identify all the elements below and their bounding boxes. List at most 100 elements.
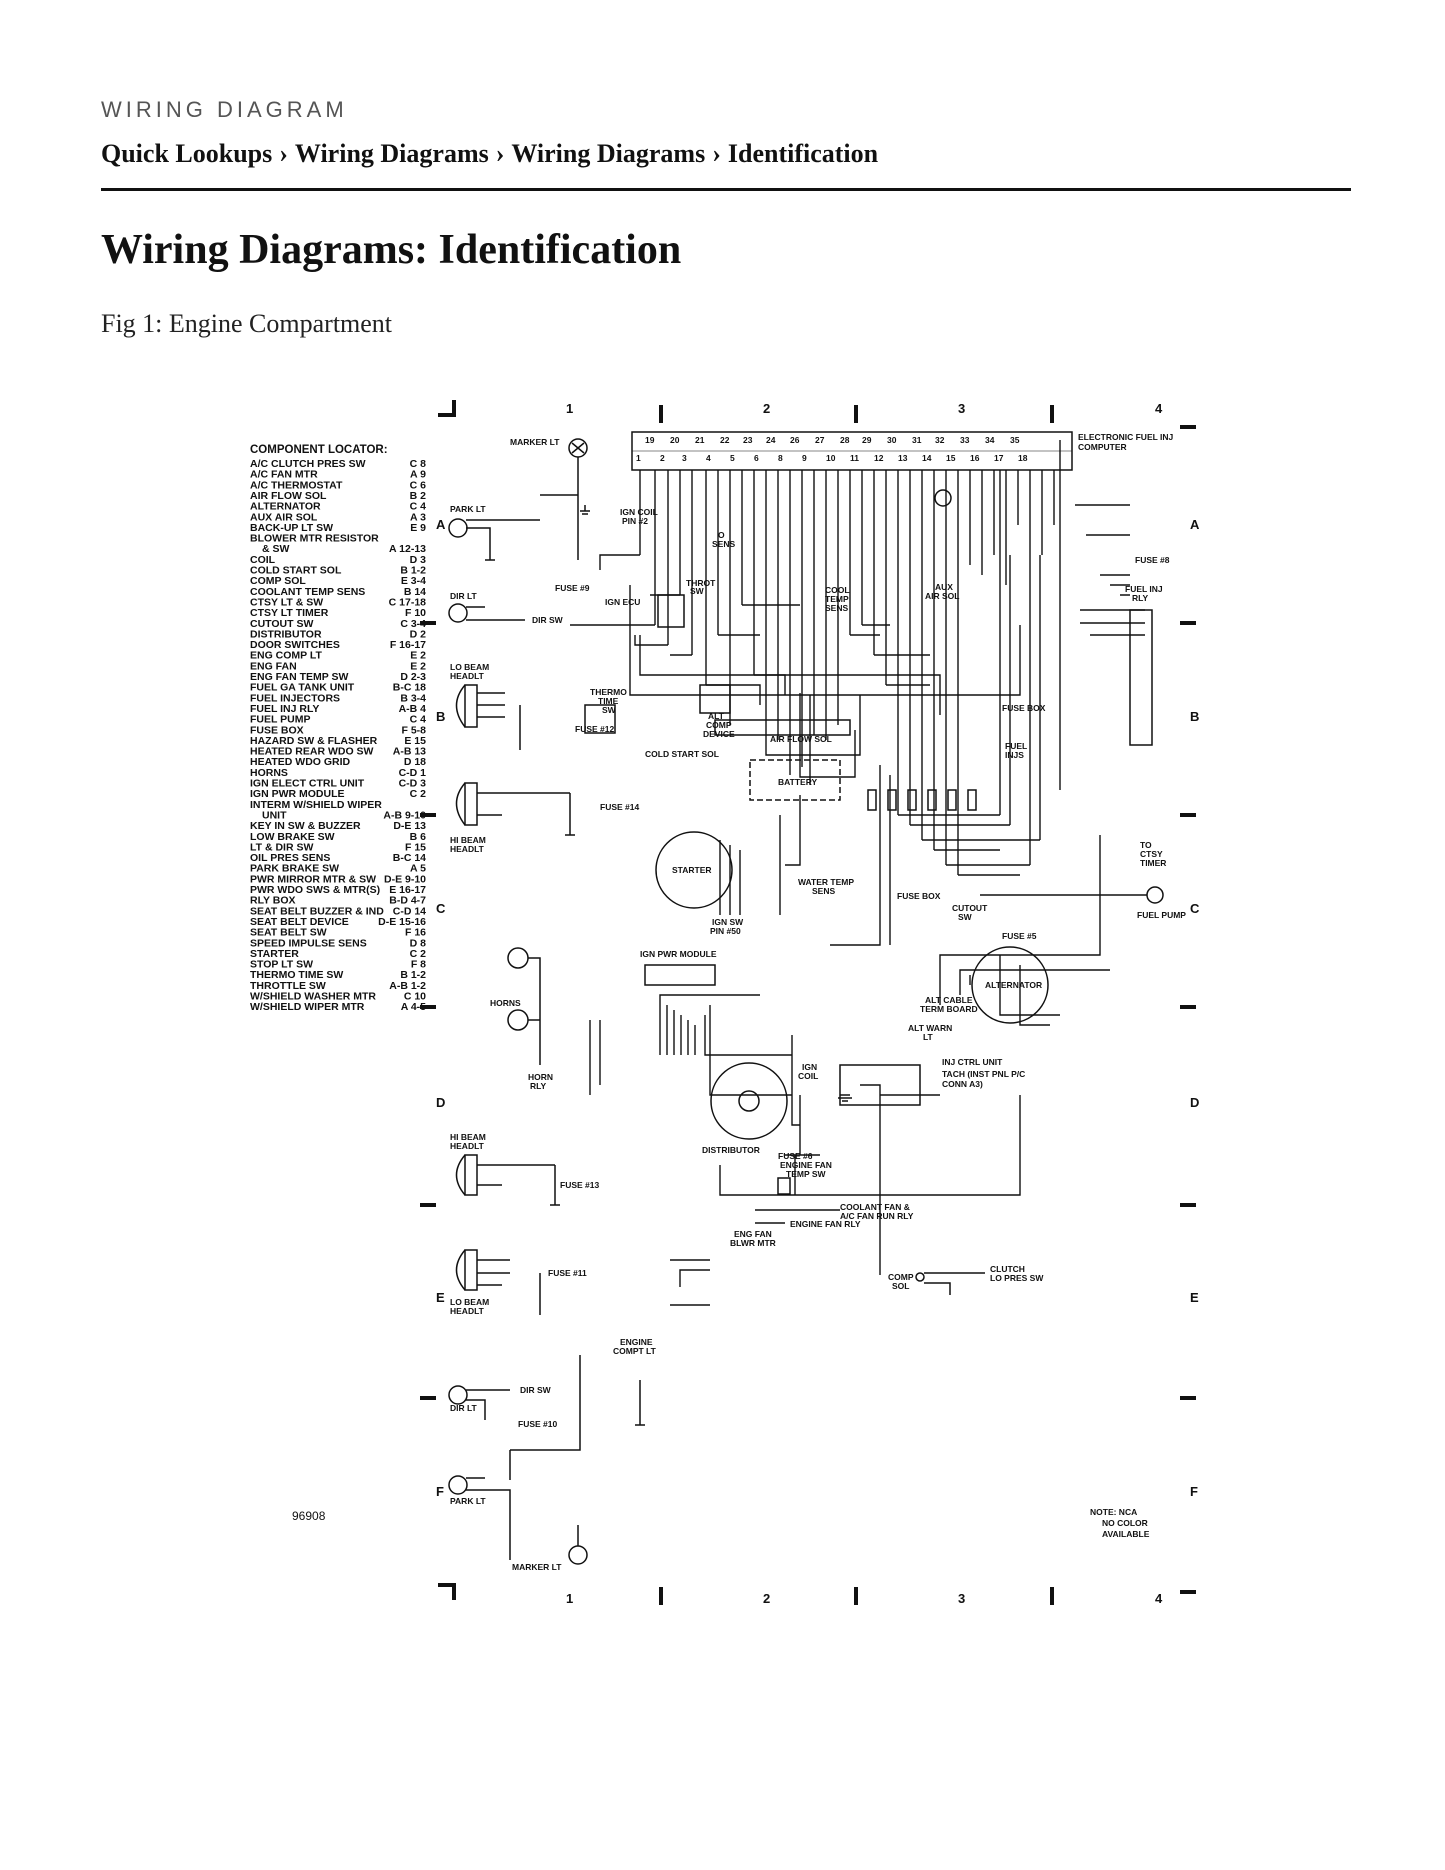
locator-item-ref: F 16 bbox=[405, 927, 426, 939]
cutout-sw-label: CUTOUT bbox=[952, 903, 988, 913]
locator-item-ref: A-B 9-10 bbox=[383, 809, 426, 821]
svg-text:10: 10 bbox=[826, 453, 836, 463]
svg-text:32: 32 bbox=[935, 435, 945, 445]
grid-row-f-right: F bbox=[1190, 1484, 1198, 1499]
svg-text:COMPUTER: COMPUTER bbox=[1078, 442, 1127, 452]
svg-text:26: 26 bbox=[790, 435, 800, 445]
locator-item-name: HEATED REAR WDO SW bbox=[250, 746, 374, 758]
svg-text:22: 22 bbox=[720, 435, 730, 445]
svg-text:14: 14 bbox=[922, 453, 932, 463]
locator-item-ref: C 3-4 bbox=[400, 618, 426, 630]
locator-item-ref: F 15 bbox=[405, 841, 426, 853]
o2-sens-label-2: SENS bbox=[712, 539, 735, 549]
alt-comp-label: ALT bbox=[708, 711, 725, 721]
diagram-frame-marks bbox=[420, 400, 1196, 1605]
svg-text:ELECTRONIC FUEL INJ: ELECTRONIC FUEL INJ bbox=[1078, 432, 1174, 442]
locator-item-name: COMP SOL bbox=[250, 575, 306, 587]
svg-text:19: 19 bbox=[645, 435, 655, 445]
locator-item-ref: B 1-2 bbox=[400, 565, 426, 577]
svg-text:9: 9 bbox=[802, 453, 807, 463]
locator-item-name: FUSE BOX bbox=[250, 724, 304, 736]
locator-item-name: RLY BOX bbox=[250, 895, 296, 907]
breadcrumb-item-wiring-diagrams-2[interactable]: Wiring Diagrams bbox=[511, 139, 706, 168]
svg-text:3: 3 bbox=[682, 453, 687, 463]
alt-cable-label: ALT CABLE bbox=[925, 995, 973, 1005]
marker-lt-top-label: MARKER LT bbox=[510, 437, 560, 447]
locator-item-name: UNIT bbox=[262, 809, 287, 821]
cool-temp-label-2: TEMP bbox=[825, 594, 849, 604]
locator-item-ref: D 3 bbox=[410, 554, 427, 566]
cold-start-sol-label: COLD START SOL bbox=[645, 749, 719, 759]
locator-item-ref: E 2 bbox=[410, 660, 426, 672]
coolant-fan-label: COOLANT FAN & bbox=[840, 1202, 910, 1212]
locator-item-ref: A-B 13 bbox=[393, 746, 426, 758]
fuse-11-label: FUSE #11 bbox=[548, 1268, 587, 1278]
note-line-2: NO COLOR bbox=[1102, 1518, 1148, 1528]
locator-item-name: W/SHIELD WIPER MTR bbox=[250, 1001, 365, 1013]
breadcrumb-item-identification: Identification bbox=[727, 139, 879, 168]
fuse-box-mid-label: FUSE BOX bbox=[897, 891, 941, 901]
locator-item-ref: B 3-4 bbox=[400, 692, 426, 704]
locator-item-ref: A-B 1-2 bbox=[389, 980, 426, 992]
clutch-sw-label-2: LO PRES SW bbox=[990, 1273, 1044, 1283]
throt-sw-label: THROT bbox=[686, 578, 716, 588]
park-lt-top-label: PARK LT bbox=[450, 504, 486, 514]
locator-item-ref: A-B 4 bbox=[399, 703, 427, 715]
grid-row-b-right: B bbox=[1190, 709, 1199, 724]
alt-comp-label-2: COMP bbox=[706, 720, 732, 730]
locator-item-name: A/C FAN MTR bbox=[250, 469, 318, 481]
locator-item-name: SEAT BELT SW bbox=[250, 927, 327, 939]
dir-lt-top-label: DIR LT bbox=[450, 591, 478, 601]
locator-item-name: FUEL GA TANK UNIT bbox=[250, 682, 355, 694]
eng-fan-mtr-label-2: BLWR MTR bbox=[730, 1238, 776, 1248]
locator-item-ref: A 9 bbox=[410, 469, 426, 481]
engine-fan-label-2: TEMP SW bbox=[786, 1169, 826, 1179]
locator-item-ref: C-D 14 bbox=[393, 905, 426, 917]
clutch-sw-label: CLUTCH bbox=[990, 1264, 1025, 1274]
locator-item-name: IGN ELECT CTRL UNIT bbox=[250, 778, 365, 790]
ecu-pins bbox=[639, 470, 1055, 875]
locator-item-ref: D 2 bbox=[410, 628, 427, 640]
hi-beam-top-headlt: HEADLT bbox=[450, 844, 485, 854]
dir-sw-top-label: DIR SW bbox=[532, 615, 564, 625]
cool-temp-label-3: SENS bbox=[825, 603, 848, 613]
breadcrumb-item-wiring-diagrams[interactable]: Wiring Diagrams bbox=[294, 139, 489, 168]
locator-item-ref: F 10 bbox=[405, 607, 426, 619]
lo-beam-lower-headlt: HEADLT bbox=[450, 1306, 485, 1316]
fuse-box-top-label: FUSE BOX bbox=[1002, 703, 1046, 713]
breadcrumb-item-quick-lookups[interactable]: Quick Lookups bbox=[101, 139, 273, 168]
note-line-1: NOTE: NCA bbox=[1090, 1507, 1137, 1517]
fuel-injs-label-2: INJS bbox=[1005, 750, 1024, 760]
locator-item-ref: C 2 bbox=[410, 948, 427, 960]
component-locator-title: COMPONENT LOCATOR: bbox=[250, 444, 388, 456]
svg-text:18: 18 bbox=[1018, 453, 1028, 463]
wiring-diagram: 1 2 3 4 1 2 3 4 A B C D E F A B C D E F … bbox=[250, 400, 1200, 1606]
fuel-inj-rly-label: FUEL INJ bbox=[1125, 584, 1163, 594]
thermo-time-label-3: SW bbox=[602, 705, 617, 715]
breadcrumb-separator: › bbox=[712, 139, 721, 168]
locator-item-name: & SW bbox=[262, 543, 290, 555]
dir-sw-lower-label: DIR SW bbox=[520, 1385, 552, 1395]
svg-text:4: 4 bbox=[706, 453, 711, 463]
locator-item-name: PWR MIRROR MTR & SW bbox=[250, 873, 376, 885]
thermo-time-label-2: TIME bbox=[598, 696, 619, 706]
thermo-time-label: THERMO bbox=[590, 687, 627, 697]
fuse-5-label: FUSE #5 bbox=[1002, 931, 1037, 941]
locator-item-name: IGN PWR MODULE bbox=[250, 788, 345, 800]
engine-compt-label: ENGINE bbox=[620, 1337, 653, 1347]
locator-item-name: A/C CLUTCH PRES SW bbox=[250, 458, 366, 470]
ign-coil-pin-label-2: PIN #2 bbox=[622, 516, 648, 526]
comp-sol-label-2: SOL bbox=[892, 1281, 909, 1291]
svg-text:8: 8 bbox=[778, 453, 783, 463]
ign-coil-pin-label: IGN COIL bbox=[620, 507, 658, 517]
locator-item-ref: C 4 bbox=[410, 714, 427, 726]
svg-text:11: 11 bbox=[850, 453, 859, 463]
water-temp-label: WATER TEMP bbox=[798, 877, 854, 887]
ctsy-timer-label: TO bbox=[1140, 840, 1152, 850]
fuse-10-label: FUSE #10 bbox=[518, 1419, 557, 1429]
hi-beam-top-label: HI BEAM bbox=[450, 835, 486, 845]
locator-item-ref: F 8 bbox=[411, 959, 426, 971]
fuse-13-label: FUSE #13 bbox=[560, 1180, 599, 1190]
